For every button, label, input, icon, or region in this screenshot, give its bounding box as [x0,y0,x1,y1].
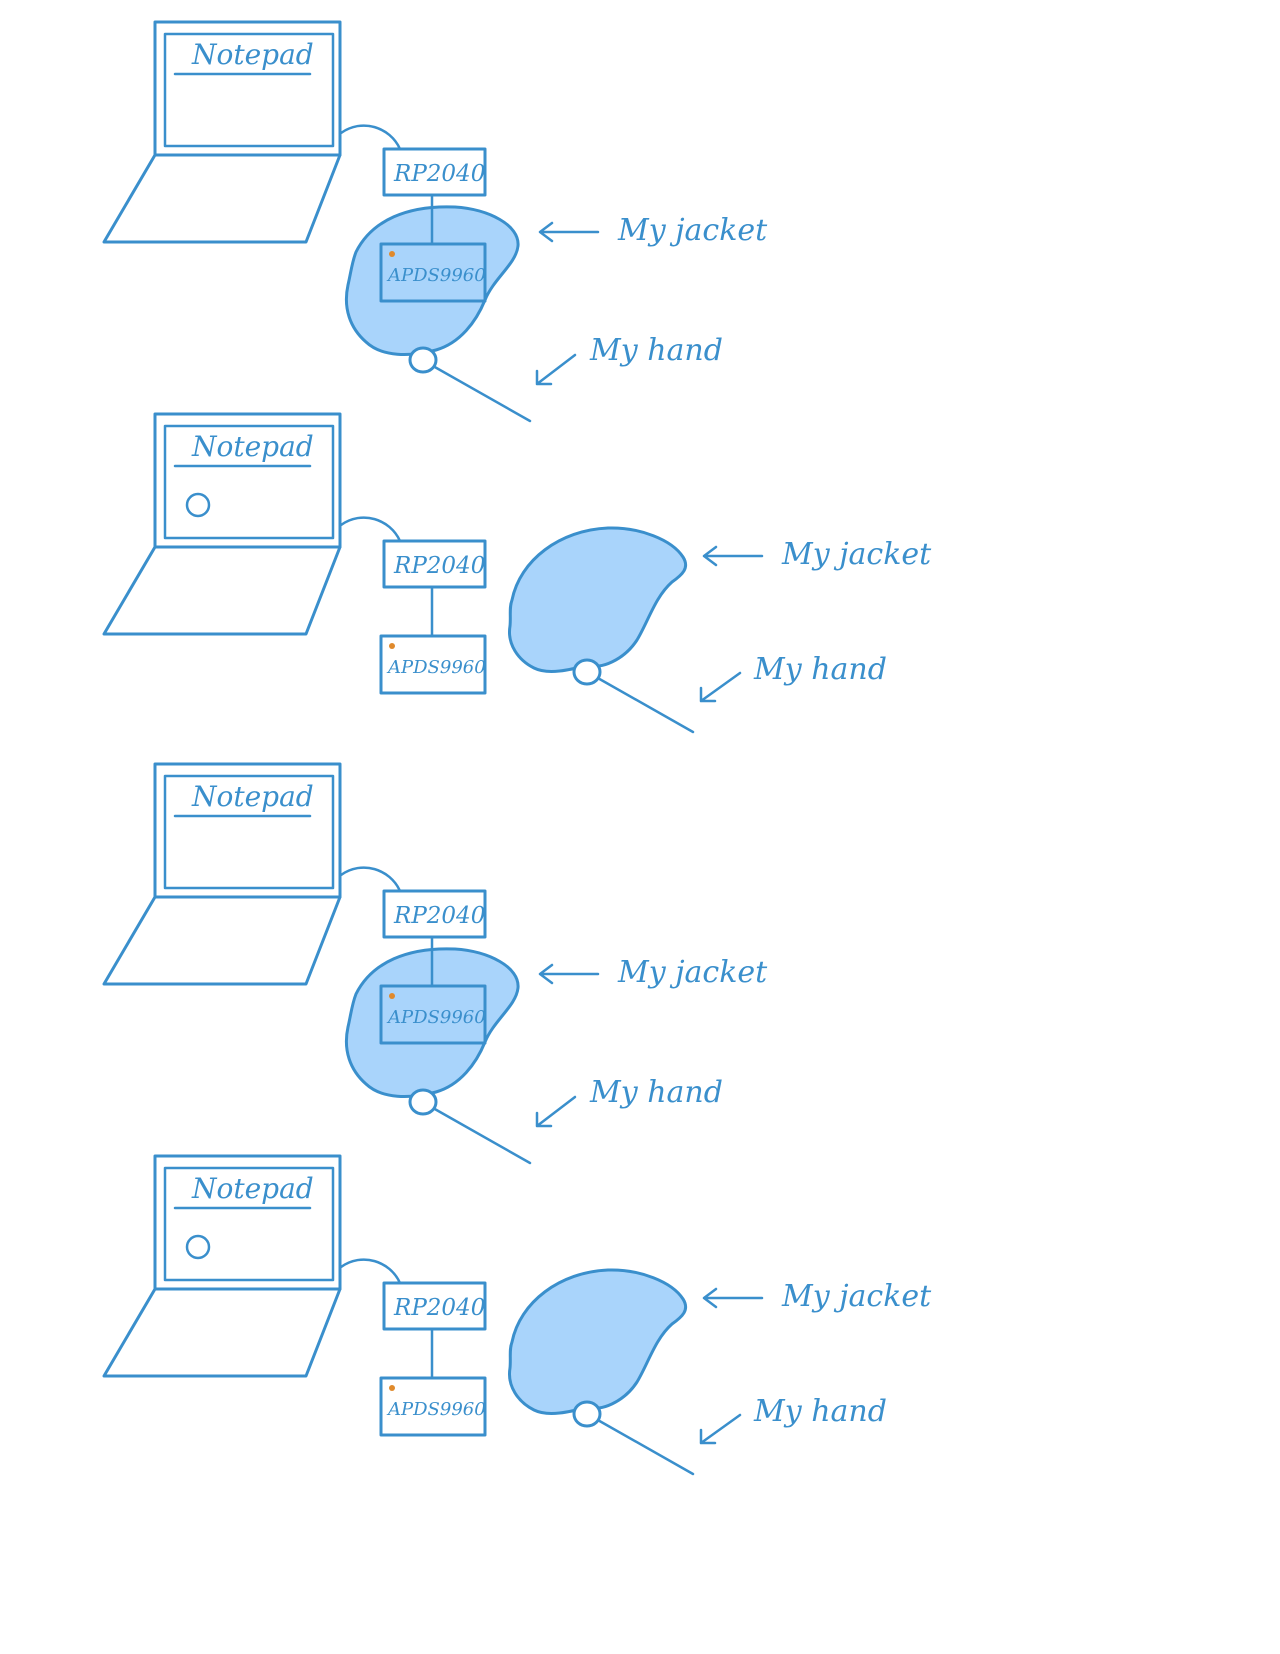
apds9960-sensor: APDS9960 [379,1376,487,1437]
apds9960-label: APDS9960 [386,265,486,286]
rp2040-label: RP2040 [393,553,485,579]
usb-cable [339,124,402,151]
apds9960-box [379,1376,487,1437]
hand-arrow-icon [535,1095,577,1128]
apds9960-label: APDS9960 [386,1007,486,1028]
hand-label: My hand [589,333,723,368]
hand-arrow-icon [699,1413,742,1445]
notepad-title: Notepad [191,38,314,71]
notepad-dot-icon [185,1234,211,1260]
jacket-arrow-icon [702,545,764,567]
hand-label: My hand [753,652,887,687]
apds9960-sensor: APDS9960 [379,984,487,1045]
laptop-keyboard-base [102,895,342,986]
apds9960-label: APDS9960 [386,1399,486,1420]
laptop-icon: Notepad [102,1154,342,1378]
rp2040-label: RP2040 [393,161,485,187]
laptop-screen [163,32,335,148]
hand-line [431,364,532,423]
hand-line [594,1417,695,1476]
notepad-title: Notepad [191,1172,314,1205]
usb-cable [339,866,402,893]
laptop-keyboard-base [102,1287,342,1378]
jacket-label: My jacket [781,1279,932,1314]
rp2040-box [382,539,487,589]
apds9960-box [379,984,487,1045]
sensor-led-icon [389,251,395,257]
hand-line [431,1106,532,1165]
hand-label: My hand [589,1075,723,1110]
apds9960-box [379,242,487,303]
rp2040-board: RP2040 [382,539,487,589]
rp2040-box [382,889,487,939]
jacket-label: My jacket [617,955,768,990]
jacket-arrow-icon [538,221,600,243]
laptop-screen [163,1166,335,1282]
rp2040-board: RP2040 [382,889,487,939]
notepad-dot-icon [185,492,211,518]
laptop-keyboard-base [102,153,342,244]
laptop-icon: Notepad [102,762,342,986]
laptop-icon: Notepad [102,20,342,244]
hand-ring [572,658,602,686]
hand-label: My hand [753,1394,887,1429]
jacket-arrow-icon [702,1287,764,1309]
rp2040-box [382,147,487,197]
notepad-title: Notepad [191,430,314,463]
sensor-led-icon [389,643,395,649]
jacket-label: My jacket [617,213,768,248]
apds9960-sensor: APDS9960 [379,242,487,303]
usb-cable [339,516,402,543]
laptop-keyboard-base [102,545,342,636]
sensor-led-icon [389,1385,395,1391]
jacket-shape [508,526,688,673]
rp2040-label: RP2040 [393,903,485,929]
sensor-led-icon [389,993,395,999]
jacket-arrow-icon [538,963,600,985]
hand-ring [408,1088,438,1116]
hand-arrow-icon [699,671,742,703]
jacket-label: My jacket [781,537,932,572]
usb-cable [339,1258,402,1285]
laptop-icon: Notepad [102,412,342,636]
rp2040-board: RP2040 [382,147,487,197]
rp2040-label: RP2040 [393,1295,485,1321]
apds9960-box [379,634,487,695]
apds9960-label: APDS9960 [386,657,486,678]
rp2040-board: RP2040 [382,1281,487,1331]
apds9960-sensor: APDS9960 [379,634,487,695]
jacket-shape [508,1268,688,1415]
hand-ring [408,346,438,374]
rp2040-box [382,1281,487,1331]
hand-ring [572,1400,602,1428]
hand-line [594,675,695,734]
laptop-screen [163,774,335,890]
laptop-screen [163,424,335,540]
notepad-title: Notepad [191,780,314,813]
hand-arrow-icon [535,353,577,386]
